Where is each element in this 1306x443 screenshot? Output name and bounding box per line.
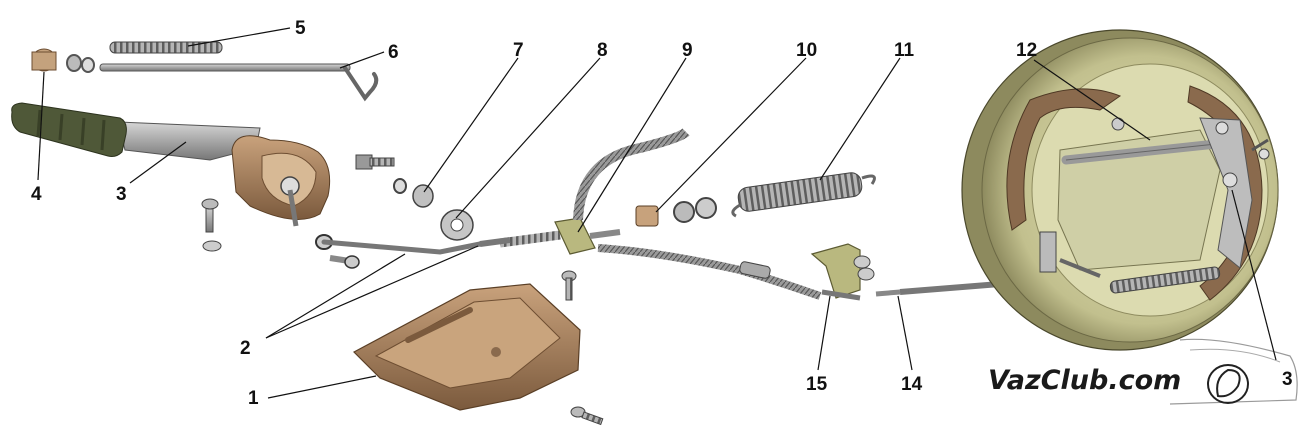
label-10: 10 <box>796 40 817 61</box>
callout-labels: 5 6 4 3 7 8 9 10 11 12 2 1 15 14 3 <box>31 18 1293 409</box>
leader-lines <box>37 27 1277 399</box>
label-5: 5 <box>295 18 306 39</box>
part-8-washer <box>440 209 474 241</box>
part-11-return-spring <box>731 172 876 218</box>
label-8: 8 <box>597 40 608 61</box>
part-3-parking-brake-lever <box>11 102 331 227</box>
part-10-bushing-and-nut <box>635 197 717 227</box>
label-1: 1 <box>248 388 259 409</box>
rear-brake-assembly <box>961 29 1279 351</box>
vazclub-logo-sketch <box>1169 338 1298 405</box>
part-4-bushing <box>31 48 95 73</box>
part-9-equalizer-and-cable <box>479 128 822 300</box>
label-12: 12 <box>1016 40 1037 61</box>
part-5-threaded-rod <box>109 41 223 54</box>
label-6: 6 <box>388 42 399 63</box>
part-6-rod <box>99 63 379 102</box>
label-14: 14 <box>901 374 923 395</box>
lever-mounting-bolt <box>201 198 222 252</box>
part-1-lever-cover <box>353 283 581 411</box>
label-4: 4 <box>31 184 42 205</box>
label-3: 3 <box>116 184 127 205</box>
label-2: 2 <box>240 338 251 359</box>
label-7: 7 <box>513 40 524 61</box>
label-15: 15 <box>806 374 828 395</box>
cover-screw <box>561 270 604 426</box>
label-11: 11 <box>894 40 915 61</box>
part-7-bolt-and-nut <box>355 154 434 208</box>
part-2-front-rod <box>315 234 483 269</box>
label-9: 9 <box>682 40 693 61</box>
watermark-text: VazClub.com <box>988 365 1181 396</box>
part-15-bracket <box>810 243 875 301</box>
label-13-partial: 3 <box>1282 369 1293 390</box>
